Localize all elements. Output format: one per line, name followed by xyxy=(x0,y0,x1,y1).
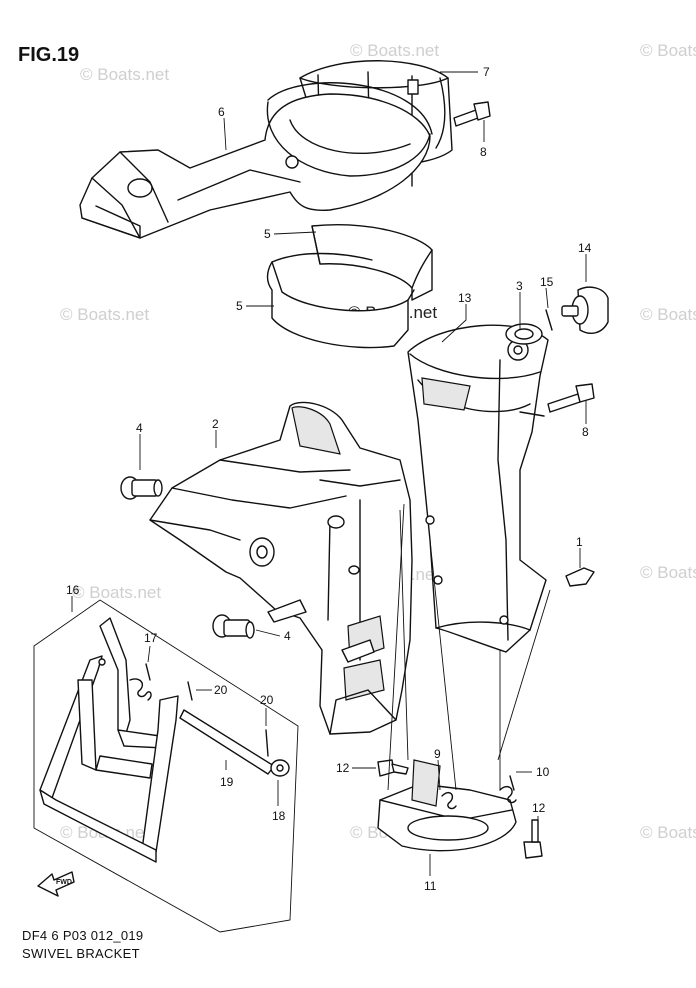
callout-16: 16 xyxy=(66,583,80,597)
callout-20: 20 xyxy=(260,693,274,707)
part-15-pin xyxy=(545,309,553,331)
watermark-text: © Boats.net xyxy=(640,305,696,324)
figure-title: FIG.19 xyxy=(18,44,80,66)
callout-9: 9 xyxy=(434,747,441,761)
callout-4: 4 xyxy=(284,629,291,643)
part-2-swivel-bracket xyxy=(149,401,413,735)
assembly-guide-lines xyxy=(387,503,551,791)
part-12-bolt-left xyxy=(377,759,409,777)
callout-7: 7 xyxy=(483,65,490,79)
callout-3: 3 xyxy=(516,279,523,293)
callout-labels: 6 7 8 5 5 13 3 15 14 8 4 2 1 4 16 17 20 … xyxy=(66,65,592,893)
callout-20: 20 xyxy=(214,683,228,697)
part-19-shaft xyxy=(179,709,275,775)
fwd-label: FWD xyxy=(56,879,72,886)
callout-1: 1 xyxy=(576,535,583,549)
callout-17: 17 xyxy=(144,631,158,645)
callout-2: 2 xyxy=(212,417,219,431)
figure-code: DF4 6 P03 012_019 xyxy=(22,928,144,943)
callout-8: 8 xyxy=(582,425,589,439)
callout-4: 4 xyxy=(136,421,143,435)
callout-19: 19 xyxy=(220,775,234,789)
part-3-seal xyxy=(505,323,543,345)
part-20-pin-a xyxy=(187,681,193,701)
part-5-liner-upper xyxy=(311,224,433,301)
callout-12: 12 xyxy=(336,761,350,775)
watermark-text: © Boats.net xyxy=(60,305,149,324)
watermark-text: © Boats.net xyxy=(350,41,439,60)
part-9-spring xyxy=(441,792,457,810)
callout-12: 12 xyxy=(532,801,546,815)
watermark-text: © Boats.net xyxy=(640,563,696,582)
part-8-bolt-lower xyxy=(547,383,595,413)
callout-5: 5 xyxy=(264,227,271,241)
part-8-bolt-upper xyxy=(453,101,491,127)
part-16-tilt-lever xyxy=(39,617,179,863)
part-17-spring xyxy=(129,663,152,701)
callout-10: 10 xyxy=(536,765,550,779)
callout-18: 18 xyxy=(272,809,286,823)
callout-14: 14 xyxy=(578,241,592,255)
part-14-knob xyxy=(561,286,609,334)
callout-13: 13 xyxy=(458,291,472,305)
part-18-washer xyxy=(270,759,290,777)
callout-5: 5 xyxy=(236,299,243,313)
callout-8: 8 xyxy=(480,145,487,159)
watermark-text: © Boats.net xyxy=(640,41,696,60)
callout-11: 11 xyxy=(424,879,437,893)
part-16-frame-box xyxy=(33,599,299,933)
callout-15: 15 xyxy=(540,275,554,289)
fwd-arrow-icon: FWD xyxy=(37,871,75,897)
leader-lines xyxy=(71,71,587,876)
part-4-bushing-upper xyxy=(120,476,163,500)
watermark-text: © Boats.net xyxy=(640,823,696,842)
part-10-spring xyxy=(499,775,517,804)
watermark-text: © Boats.net xyxy=(72,583,161,602)
part-20-pin-b xyxy=(265,729,269,757)
part-11-stopper xyxy=(377,759,517,852)
watermark-text: © Boats.net xyxy=(80,65,169,84)
part-6-swivel-arm xyxy=(79,82,433,239)
part-5-liner-lower xyxy=(266,252,415,349)
part-13-swivel-case xyxy=(407,324,549,653)
part-1-nipple xyxy=(565,567,595,587)
part-4-bushing-lower xyxy=(212,614,255,639)
callout-6: 6 xyxy=(218,105,225,119)
part-12-bolt-right xyxy=(523,819,543,859)
figure-caption: SWIVEL BRACKET xyxy=(22,946,140,961)
